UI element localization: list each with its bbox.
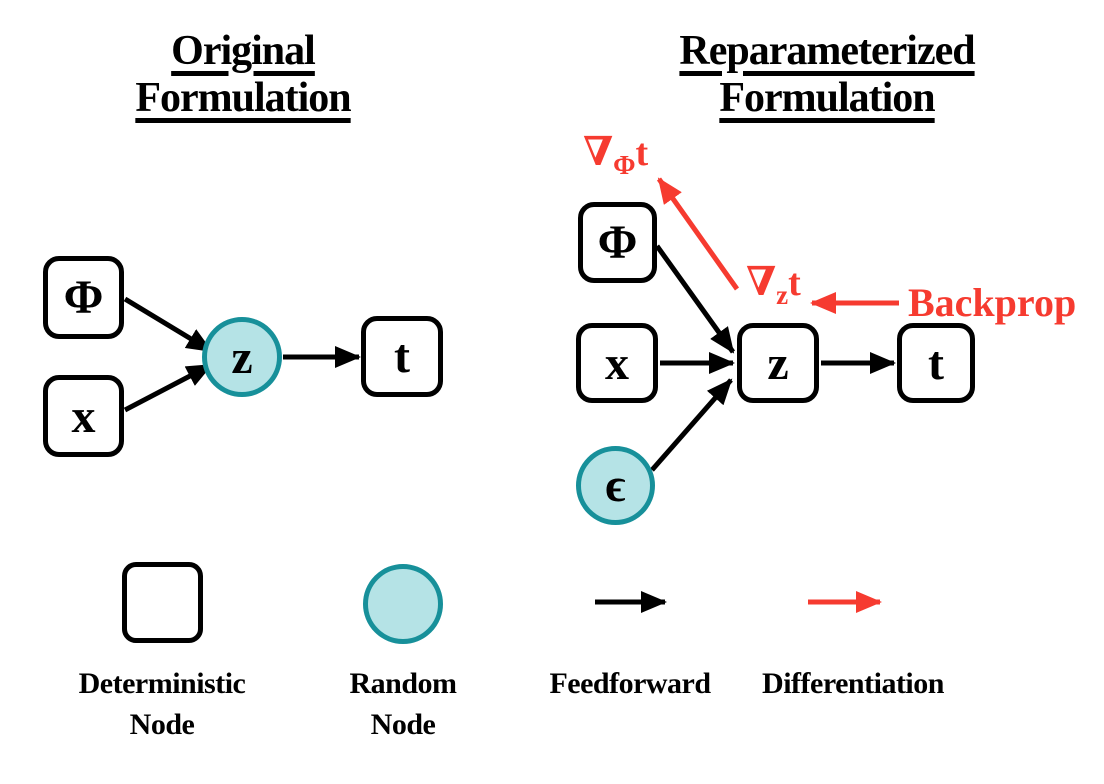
right-node-z-label: z (767, 336, 789, 390)
legend-random-label: Random Node (349, 667, 457, 741)
right-node-phi-label: Φ (597, 216, 638, 269)
right-node-x-label: x (605, 336, 629, 390)
legend-deterministic-node-shape (122, 562, 203, 643)
edge-right-epsilon-to-z (650, 378, 733, 472)
gradient-z-label: ∇zt (746, 258, 801, 311)
left-node-t-label: t (394, 330, 410, 383)
right-node-z: z (737, 323, 819, 403)
legend-random-node-shape (363, 564, 443, 644)
backprop-label: Backprop (908, 280, 1077, 325)
edge-left-x-to-z (123, 362, 213, 413)
gradient-phi-tail: t (635, 132, 649, 174)
right-diagram-title: Reparameterized Formulation (679, 28, 975, 122)
gradient-z-subscript: z (776, 280, 789, 310)
legend-deterministic-label: Deterministic Node (78, 667, 246, 741)
gradient-phi-subscript: Φ (613, 150, 636, 180)
gradient-z-tail: t (788, 262, 801, 304)
left-node-phi-label: Φ (63, 271, 104, 324)
right-node-t: t (897, 323, 975, 403)
gradient-phi-label: ∇Φt (583, 128, 648, 181)
right-node-epsilon-label: ϵ (605, 459, 626, 512)
left-diagram-title: Original Formulation (135, 28, 351, 122)
left-node-z-label: z (231, 330, 253, 384)
right-node-phi: Φ (578, 202, 657, 283)
left-node-t: t (361, 316, 443, 397)
legend-feedforward-label: Feedforward (549, 667, 711, 700)
edge-gradient-z-to-phi (656, 177, 740, 291)
legend-differentiation-label: Differentiation (762, 667, 944, 700)
right-node-epsilon-random: ϵ (576, 446, 655, 525)
edge-right-phi-to-z (654, 244, 736, 354)
nabla-symbol: ∇ (746, 259, 777, 304)
right-node-t-label: t (928, 336, 944, 390)
left-node-x: x (43, 375, 124, 457)
edge-left-phi-to-z (123, 296, 213, 354)
right-node-x: x (576, 323, 658, 403)
left-node-phi: Φ (43, 256, 124, 339)
left-node-x-label: x (71, 389, 96, 443)
left-node-z-random: z (202, 317, 282, 397)
nabla-symbol: ∇ (583, 129, 614, 174)
